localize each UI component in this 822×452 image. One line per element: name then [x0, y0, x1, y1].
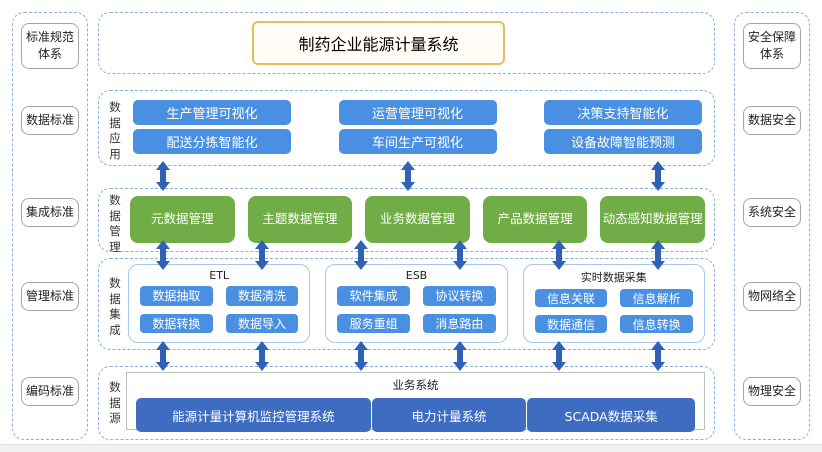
app-box: 生产管理可视化: [133, 100, 291, 125]
layer-label-application: 数据应用: [109, 100, 121, 161]
group-title: 实时数据采集: [580, 271, 647, 284]
bidirectional-arrow-icon: [156, 240, 170, 270]
integration-box: 数据导入: [225, 313, 299, 333]
integration-box: 信息解析: [620, 289, 693, 307]
bidirectional-arrow-icon: [156, 341, 170, 371]
bidirectional-arrow-icon: [156, 161, 170, 191]
security-item-physical: 物理安全: [743, 377, 801, 406]
source-system-box: SCADA数据采集: [527, 398, 695, 432]
management-box: 主题数据管理: [247, 196, 353, 243]
layer-label-source: 数据源: [109, 380, 121, 426]
bidirectional-arrow-icon: [401, 161, 415, 191]
security-item-system: 系统安全: [743, 198, 801, 227]
app-column-operations: 运营管理可视化 车间生产可视化: [338, 100, 497, 154]
app-column-decision: 决策支持智能化 设备故障智能预测: [544, 100, 702, 154]
data-application-layer: 数据应用 生产管理可视化 配送分拣智能化 运营管理可视化 车间生产可视化 决策支…: [98, 90, 715, 166]
diagram-title: 制药企业能源计量系统: [252, 21, 505, 65]
integration-box: 信息转换: [620, 315, 693, 333]
group-title: 业务系统: [392, 378, 439, 392]
page-bottom-strip: [0, 444, 822, 452]
standards-item-coding: 编码标准: [21, 377, 79, 406]
bidirectional-arrow-icon: [552, 341, 566, 371]
esb-group: ESB 软件集成 协议转换 服务重组 消息路由: [325, 264, 508, 343]
management-box: 动态感知数据管理: [600, 196, 705, 243]
integration-box: 协议转换: [422, 286, 496, 306]
standards-item-data: 数据标准: [21, 106, 79, 135]
integration-box: 数据清洗: [225, 286, 299, 306]
app-box: 运营管理可视化: [338, 100, 497, 125]
bidirectional-arrow-icon: [651, 240, 665, 270]
standards-item-management: 管理标准: [21, 282, 79, 311]
app-box: 配送分拣智能化: [133, 129, 291, 154]
bidirectional-arrow-icon: [453, 341, 467, 371]
bidirectional-arrow-icon: [255, 240, 269, 270]
app-box: 设备故障智能预测: [544, 129, 702, 154]
app-box: 车间生产可视化: [338, 129, 497, 154]
integration-box: 消息路由: [422, 313, 496, 333]
security-item-data: 数据安全: [743, 106, 801, 135]
layer-label-integration: 数据集成: [109, 276, 121, 337]
integration-box: 数据抽取: [140, 286, 213, 306]
business-systems-group: 业务系统 能源计量计算机监控管理系统 电力计量系统 SCADA数据采集: [126, 372, 705, 432]
management-box: 产品数据管理: [482, 196, 588, 243]
data-integration-layer: 数据集成 ETL 数据抽取 数据清洗 数据转换 数据导入 ESB 软件集成 协议…: [98, 258, 715, 350]
etl-group: ETL 数据抽取 数据清洗 数据转换 数据导入: [128, 264, 311, 343]
source-system-box: 电力计量系统: [372, 398, 526, 432]
integration-box: 数据通信: [534, 315, 608, 333]
standards-item-integration: 集成标准: [21, 198, 79, 227]
standards-panel: 标准规范体系 数据标准 集成标准 管理标准 编码标准: [12, 12, 88, 440]
security-item-network: 物网络全: [743, 282, 801, 311]
group-title: ESB: [405, 269, 428, 282]
integration-box: 软件集成: [337, 286, 410, 306]
management-box: 元数据管理: [130, 196, 235, 243]
bidirectional-arrow-icon: [354, 341, 368, 371]
source-system-box: 能源计量计算机监控管理系统: [136, 398, 371, 432]
app-box: 决策支持智能化: [544, 100, 702, 125]
security-panel-header: 安全保障体系: [743, 23, 801, 69]
bidirectional-arrow-icon: [354, 240, 368, 270]
bidirectional-arrow-icon: [552, 240, 566, 270]
realtime-collection-group: 实时数据采集 信息关联 信息解析 数据通信 信息转换: [522, 264, 705, 343]
data-management-layer: 数据管理 元数据管理 主题数据管理 业务数据管理 产品数据管理 动态感知数据管理: [98, 188, 715, 254]
integration-box: 服务重组: [337, 313, 410, 333]
app-column-production: 生产管理可视化 配送分拣智能化: [133, 100, 291, 154]
data-source-layer: 数据源 业务系统 能源计量计算机监控管理系统 电力计量系统 SCADA数据采集: [98, 366, 715, 440]
bidirectional-arrow-icon: [651, 341, 665, 371]
bidirectional-arrow-icon: [255, 341, 269, 371]
bidirectional-arrow-icon: [651, 161, 665, 191]
security-panel: 安全保障体系 数据安全 系统安全 物网络全 物理安全: [734, 12, 810, 440]
standards-panel-header: 标准规范体系: [21, 23, 79, 69]
management-box: 业务数据管理: [365, 196, 470, 243]
integration-box: 数据转换: [140, 313, 213, 333]
integration-box: 信息关联: [534, 289, 608, 307]
group-title: ETL: [209, 269, 230, 282]
title-container: 制药企业能源计量系统: [98, 12, 715, 74]
layer-label-management: 数据管理: [109, 193, 121, 254]
bidirectional-arrow-icon: [453, 240, 467, 270]
